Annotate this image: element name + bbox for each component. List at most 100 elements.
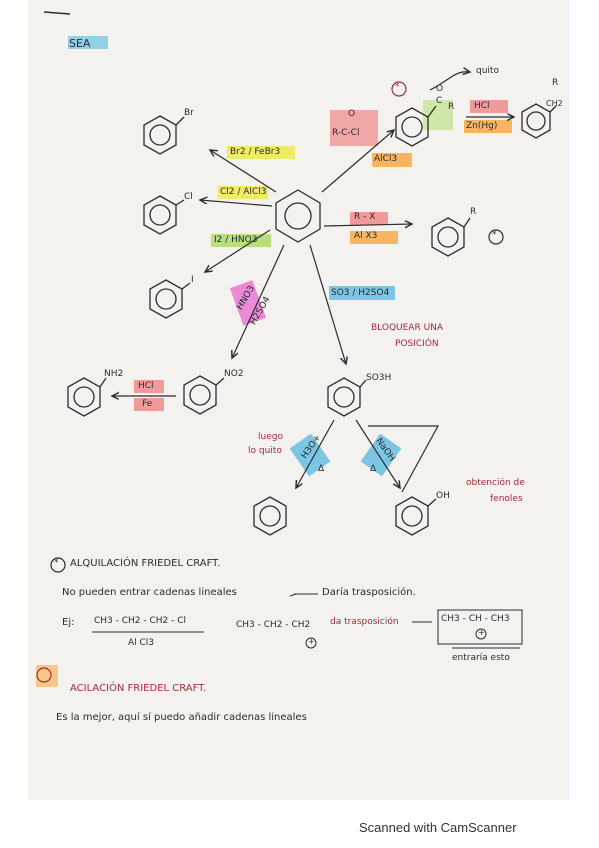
example-product: CH3 - CH - CH3 bbox=[441, 614, 510, 624]
reagent-delta-2: Δ bbox=[370, 464, 377, 474]
star-circle-acylation bbox=[391, 81, 407, 97]
substituent-nh2: NH2 bbox=[104, 369, 124, 379]
highlight-hcl-fe bbox=[134, 380, 164, 393]
central-benzene-circle bbox=[284, 202, 312, 230]
header-stroke bbox=[43, 11, 71, 15]
sulfonic-ring bbox=[327, 377, 361, 417]
ketone-bond bbox=[427, 105, 437, 118]
bromobenzene-ring bbox=[143, 115, 177, 155]
alkylbenzene-bond bbox=[463, 217, 471, 228]
note-fenoles-2: fenoles bbox=[490, 494, 523, 504]
product-box bbox=[437, 609, 523, 645]
highlight-h3o bbox=[289, 433, 331, 477]
reagent-hcl-clemmensen: HCl bbox=[474, 101, 490, 111]
highlight-nitration bbox=[229, 280, 267, 326]
sulfonic-circle bbox=[333, 386, 355, 408]
reagent-alcl3: AlCl3 bbox=[374, 154, 398, 164]
reduced-alkyl-circle bbox=[526, 111, 546, 131]
entraria-note: entraría esto bbox=[452, 653, 510, 663]
note-quito: quito bbox=[476, 66, 499, 76]
highlight-naoh bbox=[360, 433, 402, 477]
chlorobenzene-bond bbox=[175, 199, 185, 206]
substituent-ketone-c: C bbox=[436, 96, 443, 106]
dash-tip bbox=[289, 593, 297, 597]
alkylbenzene-ring bbox=[431, 217, 465, 257]
highlight-acyl bbox=[330, 110, 378, 146]
star-circle-acylation-notes bbox=[36, 667, 52, 683]
substituent-alkyl-ch2: CH2 bbox=[546, 99, 563, 108]
reagent-zn-hg: Zn(Hg) bbox=[466, 121, 498, 131]
reagent-fe: Fe bbox=[142, 399, 153, 409]
note-star-alkylation: * bbox=[492, 230, 497, 240]
plus-1: + bbox=[308, 637, 315, 646]
highlight-rx bbox=[350, 212, 388, 225]
bracket-phenol bbox=[368, 425, 440, 493]
ketone-circle bbox=[401, 116, 423, 138]
aniline-ring bbox=[67, 377, 101, 417]
alkylation-text: No pueden entrar cadenas lineales bbox=[62, 587, 237, 598]
scanned-paper bbox=[28, 0, 569, 800]
bromobenzene-circle bbox=[149, 124, 171, 146]
nitrobenzene-circle bbox=[189, 384, 211, 406]
highlight-i2 bbox=[211, 234, 271, 247]
iodobenzene-ring bbox=[149, 279, 183, 319]
substituent-so3h: SO3H bbox=[366, 373, 392, 383]
iodobenzene-bond bbox=[181, 282, 191, 290]
phenol-bond bbox=[427, 498, 437, 507]
alkylbenzene-circle bbox=[437, 226, 459, 248]
plus-2: + bbox=[478, 628, 485, 637]
page-heading: SEA bbox=[69, 37, 91, 50]
note-bloquear-1: BLOQUEAR UNA bbox=[371, 323, 444, 333]
reagent-cl2: Cl2 / AlCl3 bbox=[220, 187, 267, 197]
alkylation-result: Daría trasposición. bbox=[322, 587, 416, 598]
example-catalyst: Al Cl3 bbox=[128, 638, 155, 648]
trasposicion-note: da trasposición bbox=[330, 617, 399, 627]
highlight-so3 bbox=[329, 286, 395, 300]
scanner-footer: Scanned with CamScanner bbox=[359, 820, 517, 835]
substituent-no2: NO2 bbox=[224, 369, 244, 379]
reduced-alkyl-bond bbox=[549, 105, 557, 113]
highlight-alx3 bbox=[350, 231, 398, 244]
arrow-phenol bbox=[355, 419, 400, 488]
highlight-alcl3 bbox=[372, 153, 412, 167]
reagent-delta-1: Δ bbox=[318, 464, 325, 474]
reagent-acyl-o: O bbox=[348, 109, 356, 119]
acylation-text: Es la mejor, aquí sí puedo añadir cadena… bbox=[56, 712, 307, 723]
alkylation-star: * bbox=[54, 558, 59, 568]
example-label: Ej: bbox=[62, 617, 75, 628]
arrow-sulfonation bbox=[309, 244, 346, 364]
aniline-bond bbox=[99, 377, 107, 388]
example-intermediate: CH3 - CH2 - CH2 bbox=[236, 620, 311, 630]
substituent-br: Br bbox=[184, 108, 194, 118]
arrow-bromination bbox=[210, 150, 277, 193]
central-benzene-ring bbox=[275, 189, 321, 243]
bromobenzene-bond bbox=[175, 116, 185, 126]
chlorobenzene-ring bbox=[143, 195, 177, 235]
reagent-i2: I2 / HNO3 bbox=[214, 235, 258, 245]
arrow-nitration bbox=[232, 244, 285, 358]
reagent-hcl-reduction: HCl bbox=[138, 381, 154, 391]
iodobenzene-circle bbox=[155, 288, 177, 310]
substituent-ketone-o: O bbox=[436, 84, 444, 94]
arrow-acylation bbox=[321, 130, 394, 193]
reagent-alx3: Al X3 bbox=[354, 231, 378, 241]
arrow-quito-note bbox=[429, 72, 470, 91]
plus-circle-2 bbox=[475, 628, 487, 640]
plus-circle-1 bbox=[305, 637, 317, 649]
reduced-alkyl-ring bbox=[521, 103, 551, 139]
phenol-ring bbox=[395, 496, 429, 536]
regenerated-benzene-ring bbox=[253, 496, 287, 536]
note-luego-1: luego bbox=[258, 432, 283, 442]
reagent-so3: SO3 / H2SO4 bbox=[331, 288, 390, 298]
note-luego-2: lo quito bbox=[248, 446, 282, 456]
sulfonic-bond bbox=[359, 379, 367, 388]
nitrobenzene-bond bbox=[215, 377, 225, 386]
highlight-sea bbox=[68, 36, 108, 49]
note-bloquear-2: POSICIÓN bbox=[395, 339, 439, 349]
substituent-alkyl-r: R bbox=[552, 78, 559, 88]
aniline-circle bbox=[73, 386, 95, 408]
highlight-br2 bbox=[227, 146, 295, 159]
star-circle-notes bbox=[50, 557, 66, 573]
substituent-iodo: I bbox=[191, 275, 194, 285]
